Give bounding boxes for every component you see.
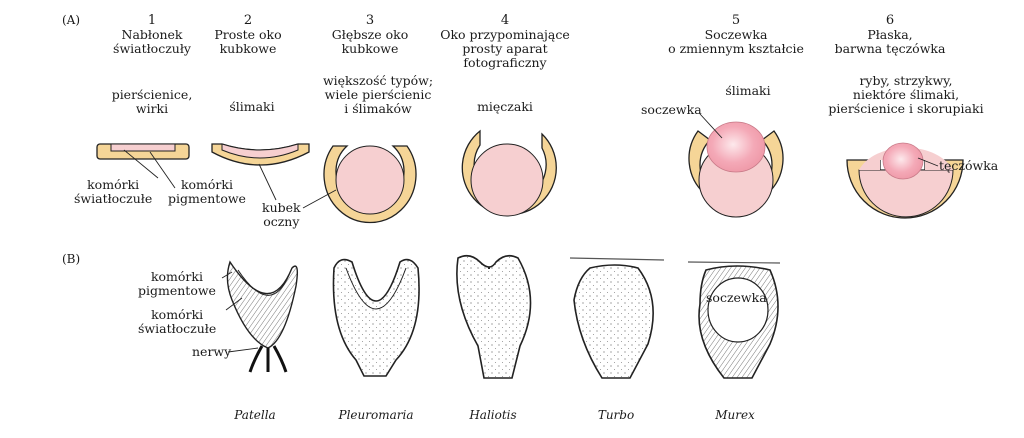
- species-eye-patella: [226, 260, 299, 373]
- leader-lines-b: [221, 271, 259, 353]
- stage-number: 6: [885, 13, 895, 28]
- label-pigment-cells: komórki pigmentowe: [168, 177, 246, 206]
- species-name-patella: Patella: [234, 408, 276, 422]
- eye-diagram-3: [323, 145, 417, 224]
- species-name-turbo: Turbo: [597, 408, 635, 422]
- stage-groups-1: pierścienice, wirki: [111, 87, 193, 116]
- stage-number: 3: [365, 13, 375, 28]
- stage-number: 1: [147, 13, 157, 28]
- species-name-haliotis: Haliotis: [469, 408, 517, 422]
- eye-diagram-6: [846, 142, 964, 219]
- stage-groups-3: większość typów; wiele pierścienic i śli…: [322, 73, 434, 116]
- label-b-pigment-cells: komórki pigmentowe: [138, 269, 216, 298]
- species-eye-pleuromaria: [332, 258, 420, 377]
- label-iris: tęczówka: [939, 158, 999, 173]
- stage-groups-6: ryby, strzykwy, niektóre ślimaki, pierśc…: [828, 73, 984, 116]
- stage-number: 2: [243, 13, 253, 28]
- stage-title: Oko przypominające prosty aparat fotogra…: [440, 27, 570, 70]
- panel-label-a: (A): [62, 13, 81, 27]
- species-eye-turbo: [569, 257, 665, 379]
- label-photoreceptor-cells: komórki światłoczułe: [74, 177, 153, 206]
- stage-title: Proste oko kubkowe: [214, 27, 282, 56]
- species-name-murex: Murex: [715, 408, 755, 422]
- panel-label-b: (B): [62, 252, 81, 266]
- leader-lines-a: [123, 113, 939, 209]
- eye-diagram-5: [688, 121, 784, 218]
- stage-groups-5: ślimaki: [725, 83, 771, 98]
- label-lens: soczewka: [641, 102, 702, 117]
- stage-number: 4: [500, 13, 510, 28]
- stage-title: Nabłonek światłoczuły: [113, 27, 191, 56]
- species-eye-haliotis: [456, 254, 532, 379]
- stage-groups-2: ślimaki: [229, 99, 275, 114]
- species-eye-murex: [687, 261, 781, 379]
- label-b-photoreceptor-cells: komórki światłoczułe: [138, 307, 217, 336]
- stage-groups-4: mięczaki: [477, 99, 533, 114]
- eye-diagram-4: [461, 129, 557, 217]
- eye-diagram-1: [96, 143, 190, 160]
- label-eye-cup: kubek oczny: [262, 200, 301, 229]
- stage-number: 5: [731, 13, 741, 28]
- label-b-lens: soczewka: [706, 290, 767, 305]
- stage-title: Płaska, barwna tęczówka: [834, 27, 946, 56]
- stage-title: Soczewka o zmiennym kształcie: [668, 27, 804, 56]
- eye-diagram-2: [211, 143, 310, 166]
- stage-title: Głębsze oko kubkowe: [331, 27, 409, 56]
- species-name-pleuromaria: Pleuromaria: [338, 408, 414, 422]
- label-b-nerves: nerwy: [192, 344, 232, 359]
